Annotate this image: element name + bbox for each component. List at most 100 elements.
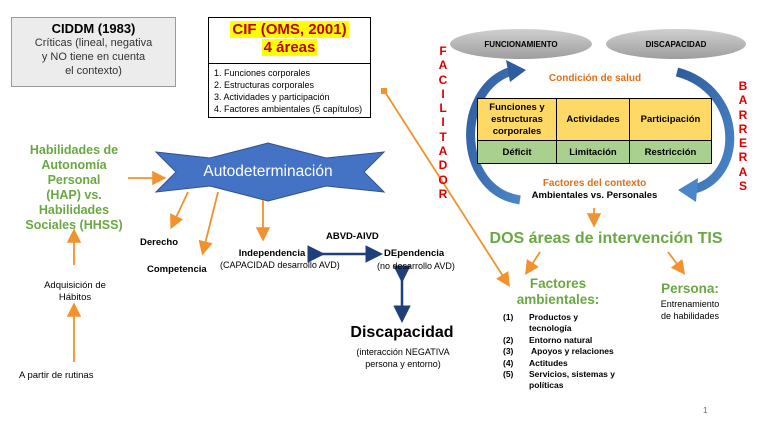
cif-title: CIF (OMS, 2001) [230, 21, 349, 38]
rutinas-label: A partir de rutinas [19, 370, 94, 381]
barreras-letter: B [738, 79, 748, 93]
cycle-arrow-left [466, 65, 521, 205]
facilitador-letter: O [438, 172, 448, 187]
cif-item: 4. Factores ambientales (5 capítulos) [214, 104, 363, 114]
discapacidad-sub: (interacción NEGATIVA persona y entorno) [330, 346, 476, 370]
barreras-letter: R [738, 150, 748, 165]
list-text: Entorno natural [529, 334, 593, 345]
discapacidad-sub-line: (interacción NEGATIVA [356, 347, 450, 357]
hap-line: (HAP) vs. [46, 188, 102, 202]
funcionamiento-pill: FUNCIONAMIENTO [450, 29, 592, 59]
discapacidad-pill: DISCAPACIDAD [606, 29, 746, 59]
persona-sub: Entrenamiento de habilidades [640, 298, 740, 322]
hap-line: Habilidades de [29, 143, 119, 157]
independencia-label: Independencia [238, 248, 306, 259]
facilitador-letter: R [438, 186, 448, 201]
list-text: Productos y [529, 312, 579, 322]
ciddm-line1: Críticas (lineal, negativa [34, 37, 153, 49]
hap-line: Autonomía Personal [41, 158, 107, 187]
ciddm-box: CIDDM (1983) Críticas (lineal, negativa … [11, 17, 176, 87]
arrow-tis-to-factores [525, 251, 541, 276]
arrow-tis-to-persona [667, 251, 686, 275]
cif-item: 3. Actividades y participación [214, 92, 330, 102]
adquisicion-line: Hábitos [58, 292, 92, 303]
cell-funciones: Funciones y estructuras corporales [477, 98, 557, 141]
barreras-letter: E [738, 136, 747, 151]
cell-limitacion: Limitación [556, 140, 630, 164]
facilitador-letter: I [441, 115, 445, 130]
list-text: Actitudes [529, 357, 568, 368]
condicion-salud-label: Condición de salud [548, 73, 642, 84]
discapacidad-sub-line: persona y entorno) [365, 359, 441, 369]
factores-ambientales-title: Factores ambientales: [506, 276, 610, 308]
page-number: 1 [703, 406, 708, 415]
hap-hhss-label: Habilidades de Autonomía Personal (HAP) … [15, 143, 133, 233]
list-number: (4) [503, 357, 514, 368]
barreras-letter: A [738, 93, 748, 108]
discapacidad-title: Discapacidad [350, 324, 454, 341]
list-number: (3) [503, 346, 514, 357]
factores-ambientales-line: ambientales: [516, 292, 600, 307]
list-number: (5) [503, 369, 514, 380]
adquisicion-line: Adquisición de [44, 280, 106, 291]
derecho-label: Derecho [140, 237, 179, 248]
facilitador-letter: L [439, 101, 447, 116]
arrow-auto-to-derecho [170, 191, 189, 230]
cycle-arrow-right [675, 67, 735, 195]
ambientales-personales-label: Ambientales vs. Personales [531, 190, 658, 201]
factores-contexto-label: Factores del contexto [542, 178, 647, 189]
adquisicion-label: Adquisición de Hábitos [29, 280, 121, 304]
list-text: políticas [529, 380, 564, 391]
hap-line: Habilidades [38, 203, 110, 217]
cell-participacion: Participación [629, 98, 712, 141]
barreras-letter: R [738, 121, 748, 136]
arrow-cif-to-factores [384, 91, 510, 288]
facilitador-letter: A [438, 144, 448, 159]
cif-subtitle: 4 áreas [261, 39, 318, 56]
facilitador-letter: A [438, 58, 448, 73]
cif-item: 2. Estructuras corporales [214, 80, 315, 90]
barreras-vertical: B A R R E R A S [736, 79, 750, 193]
persona-sub-line: Entrenamiento [660, 299, 720, 309]
facilitador-letter: C [438, 72, 448, 87]
facilitador-vertical: F A C I L I T A D O R [436, 44, 450, 201]
factores-ambientales-line: Factores [529, 276, 587, 291]
list-text: Servicios, sistemas y [529, 369, 616, 380]
persona-title: Persona: [661, 281, 719, 296]
competencia-label: Competencia [147, 264, 207, 275]
list-number: (2) [503, 334, 514, 345]
barreras-letter: S [738, 179, 747, 194]
list-text: Apoyos y relaciones [529, 346, 614, 357]
barreras-letter: A [738, 164, 748, 179]
ciddm-line3: el contexto) [65, 65, 122, 77]
cif-model-table: Funciones y estructuras corporales Activ… [477, 98, 712, 164]
abvd-label: ABVD-AIVD [326, 231, 379, 242]
tis-title: DOS áreas de intervención TIS [489, 230, 723, 247]
cell-actividades: Actividades [556, 98, 630, 141]
dependencia-sub: (no desarrollo AVD) [377, 261, 455, 271]
ciddm-title: CIDDM (1983) [51, 21, 136, 36]
facilitador-letter: I [441, 86, 445, 101]
list-item: (3) Apoyos y relaciones [503, 346, 653, 357]
facilitador-letter: F [439, 44, 447, 58]
cell-restriccion: Restricción [629, 140, 712, 164]
cif-item: 1. Funciones corporales [214, 68, 311, 78]
cif-areas-list: 1. Funciones corporales 2. Estructuras c… [208, 63, 371, 118]
persona-sub-line: de habilidades [660, 311, 720, 321]
list-item: (2) Entorno natural [503, 335, 653, 346]
dependencia-label: DEpendencia [384, 248, 445, 259]
barreras-letter: R [738, 107, 748, 122]
list-item: (4) Actitudes [503, 358, 653, 369]
independencia-sub: (CAPACIDAD desarrollo AVD) [220, 260, 340, 270]
list-number: (1) [503, 312, 514, 322]
autodeterminacion-label: Autodeterminación [203, 163, 333, 180]
facilitador-letter: T [439, 129, 447, 144]
arrow-auto-to-competencia [198, 191, 219, 256]
list-text: tecnología [529, 323, 572, 334]
facilitador-letter: D [438, 158, 448, 173]
autodeterminacion-star [154, 142, 386, 202]
